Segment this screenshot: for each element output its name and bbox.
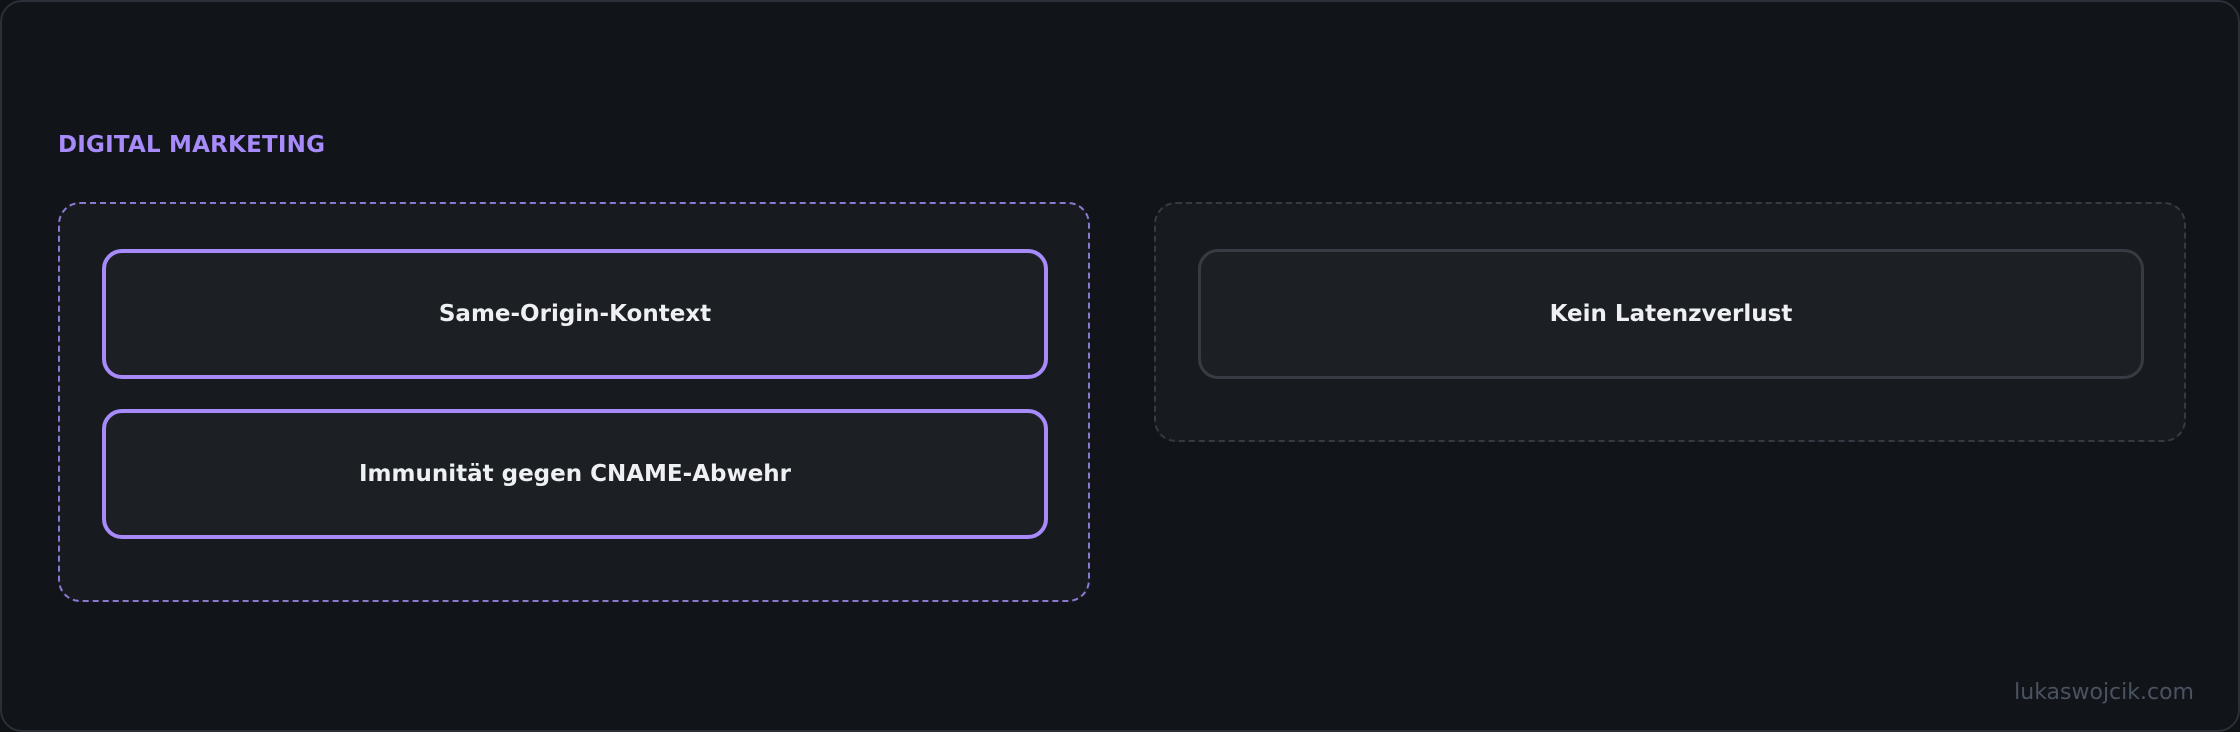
group-highlighted: Same-Origin-Kontext Immunität gegen CNAM… bbox=[58, 202, 1090, 602]
section-title: DIGITAL MARKETING bbox=[58, 132, 326, 158]
node-cname-immunity: Immunität gegen CNAME-Abwehr bbox=[102, 409, 1048, 539]
node-same-origin-context: Same-Origin-Kontext bbox=[102, 249, 1048, 379]
group-muted: Kein Latenzverlust bbox=[1154, 202, 2186, 442]
watermark: lukaswojcik.com bbox=[2014, 680, 2194, 705]
node-no-latency-loss: Kein Latenzverlust bbox=[1198, 249, 2144, 379]
